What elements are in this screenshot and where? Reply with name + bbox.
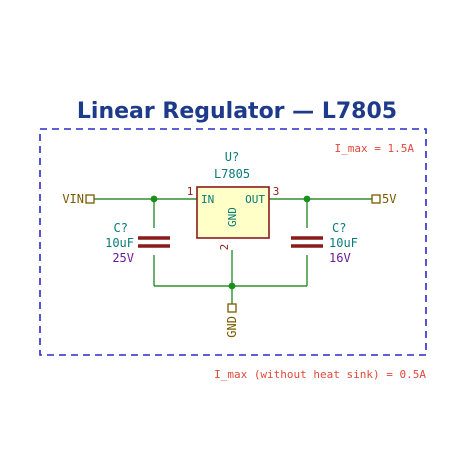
pin-out-number: 3 <box>273 185 280 198</box>
5v-net-port[interactable]: 5V <box>371 192 396 206</box>
regulator-value: L7805 <box>214 167 250 181</box>
input-capacitor-voltage: 25V <box>112 251 134 265</box>
vin-net-label: VIN <box>62 192 84 206</box>
junction-dot <box>150 195 158 203</box>
pin-gnd-number: 2 <box>218 244 231 251</box>
regulator-reference: U? <box>225 150 239 164</box>
vin-net-port[interactable]: VIN <box>62 192 95 206</box>
pin-in-name: IN <box>201 193 214 206</box>
pin-gnd-name: GND <box>226 207 239 227</box>
vin-port-marker <box>85 194 95 204</box>
input-capacitor-value: 10uF <box>105 236 134 250</box>
gnd-net-port[interactable]: GND <box>225 303 239 338</box>
imax-no-heatsink-annotation: I_max (without heat sink) = 0.5A <box>214 368 426 381</box>
regulator-body <box>196 186 270 239</box>
junctions <box>150 195 311 290</box>
output-capacitor[interactable]: C? 10uF 16V <box>291 221 358 265</box>
input-capacitor[interactable]: C? 10uF 25V <box>105 221 170 265</box>
pin-out-name: OUT <box>245 193 265 206</box>
5v-net-label: 5V <box>382 192 396 206</box>
voltage-regulator[interactable]: U? L7805 1 IN 3 OUT 2 GND <box>187 150 280 250</box>
imax-annotation: I_max = 1.5A <box>335 142 415 155</box>
input-capacitor-reference: C? <box>114 221 128 235</box>
5v-port-marker <box>371 194 381 204</box>
circuit-frame <box>39 128 427 356</box>
gnd-net-label: GND <box>225 316 239 338</box>
junction-dot <box>228 282 236 290</box>
pin-in-number: 1 <box>187 185 194 198</box>
output-capacitor-voltage: 16V <box>329 251 351 265</box>
output-capacitor-value: 10uF <box>329 236 358 250</box>
output-capacitor-reference: C? <box>332 221 346 235</box>
junction-dot <box>303 195 311 203</box>
diagram-title: Linear Regulator — L7805 <box>77 99 397 124</box>
gnd-port-marker <box>227 303 237 313</box>
